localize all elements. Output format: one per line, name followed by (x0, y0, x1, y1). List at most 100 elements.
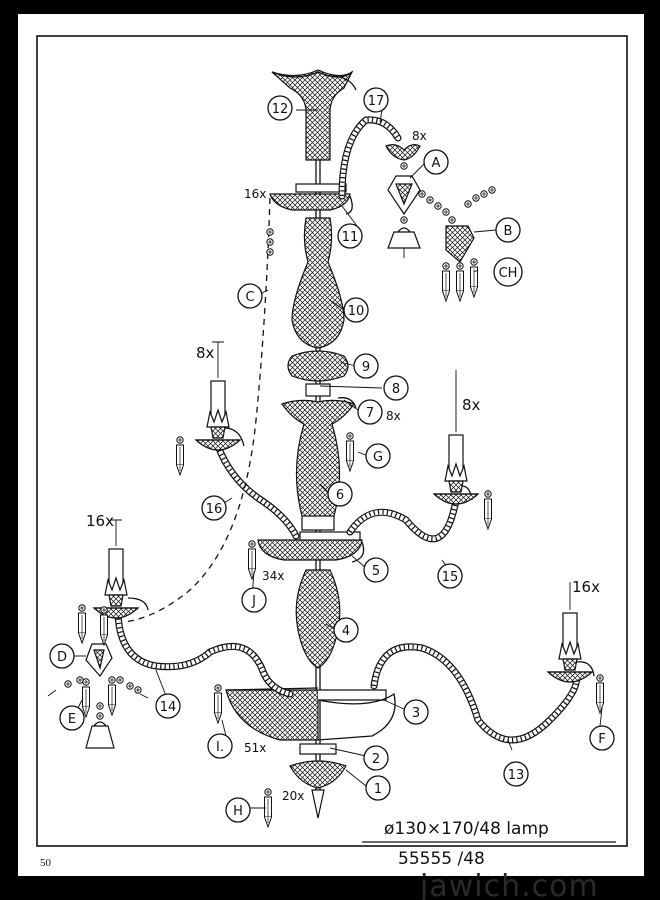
label-f: F (589, 725, 615, 751)
label-b: B (495, 217, 521, 243)
pendant-j (249, 541, 256, 579)
svg-text:7: 7 (366, 406, 374, 421)
label-13: 13 (503, 761, 529, 787)
title-block: ø130×170/48 lamp 55555 /48 (362, 819, 616, 869)
label-11: 11 (337, 223, 363, 249)
svg-text:11: 11 (342, 230, 359, 245)
label-5: 5 (363, 557, 389, 583)
label-d: D (49, 643, 75, 669)
label-1: 1 (365, 775, 391, 801)
svg-text:16: 16 (206, 502, 223, 517)
pendant-g (347, 433, 354, 471)
svg-text:10: 10 (348, 304, 365, 319)
part-5-middle-bowl (257, 531, 365, 563)
part-12-top-cup (271, 69, 354, 161)
pendant-f (597, 675, 604, 713)
arm-16 (214, 442, 300, 540)
svg-text:G: G (373, 450, 383, 465)
qty-34x: 34x (262, 569, 284, 583)
svg-text:A: A (432, 156, 441, 171)
qty-8x-left: 8x (196, 344, 215, 362)
arm-14 (114, 610, 294, 698)
quantity-notes: 16x 8x 8x 8x 8x 16x 16x 34x 51x 20x (86, 129, 600, 803)
svg-text:6: 6 (336, 488, 344, 503)
svg-text:D: D (57, 650, 67, 665)
label-17: 17 (363, 87, 389, 113)
label-8: 8 (383, 375, 409, 401)
pendant-left-upper (177, 437, 184, 475)
label-i: I. (207, 733, 233, 759)
label-16: 16 (201, 495, 227, 521)
svg-text:8: 8 (392, 382, 400, 397)
arm-13 (370, 643, 580, 744)
label-7: 7 (357, 399, 383, 425)
label-a: A (423, 149, 449, 175)
svg-text:H: H (233, 804, 243, 819)
svg-text:5: 5 (372, 564, 380, 579)
pendant-left-row-2 (101, 607, 108, 645)
label-3: 3 (403, 699, 429, 725)
svg-text:1: 1 (374, 782, 382, 797)
pendant-right-upper (485, 491, 492, 529)
part-2-collar (299, 743, 337, 755)
label-g: G (365, 443, 391, 469)
svg-text:I.: I. (216, 740, 224, 755)
svg-text:2: 2 (372, 752, 380, 767)
label-9: 9 (353, 353, 379, 379)
label-2: 2 (363, 745, 389, 771)
svg-text:9: 9 (362, 360, 370, 375)
qty-8x-right: 8x (462, 396, 481, 414)
title-line-1: ø130×170/48 lamp (384, 819, 549, 839)
svg-text:C: C (245, 290, 254, 305)
part-10-baluster (291, 217, 345, 349)
svg-text:3: 3 (412, 706, 420, 721)
page-number: 50 (40, 857, 52, 869)
bead-chain-c (123, 197, 274, 623)
label-6: 6 (327, 481, 353, 507)
qty-8x-a: 8x (412, 129, 427, 143)
svg-text:F: F (598, 732, 605, 747)
svg-text:J: J (251, 594, 256, 609)
svg-text:15: 15 (442, 570, 459, 585)
label-ch: CH (493, 257, 523, 287)
label-14: 14 (155, 693, 181, 719)
title-line-2: 55555 /48 (398, 849, 485, 869)
watermark: jawich.com (419, 869, 599, 900)
qty-8x-g: 8x (386, 409, 401, 423)
drawing-border (36, 35, 628, 847)
pendant-left-row-1 (79, 605, 86, 643)
svg-text:B: B (504, 224, 513, 239)
svg-text:CH: CH (499, 266, 518, 281)
part-1-finial (289, 760, 347, 819)
label-12: 12 (267, 95, 293, 121)
qty-51x: 51x (244, 741, 266, 755)
svg-text:E: E (68, 712, 76, 727)
label-j: J (241, 587, 267, 613)
label-15: 15 (437, 563, 463, 589)
svg-text:17: 17 (368, 94, 385, 109)
arm-17 (338, 116, 402, 200)
label-h: H (225, 797, 251, 823)
qty-20x: 20x (282, 789, 304, 803)
qty-16x-left: 16x (86, 512, 114, 530)
qty-16x-top: 16x (244, 187, 266, 201)
svg-text:14: 14 (160, 700, 177, 715)
label-10: 10 (343, 297, 369, 323)
arm-15 (346, 496, 460, 543)
label-c: C (237, 283, 263, 309)
part-11-upper-bowl (269, 183, 353, 215)
pendant-i (215, 685, 222, 723)
svg-text:12: 12 (272, 102, 289, 117)
part-labels: 12 17 A B CH 11 C 10 9 8 7 G 6 16 5 15 J… (49, 87, 615, 823)
part-9-ball (287, 350, 349, 397)
ornament-a-b-ch (385, 144, 496, 301)
part-3-bottom-bowl (225, 687, 396, 741)
label-4: 4 (333, 617, 359, 643)
svg-text:4: 4 (342, 624, 350, 639)
label-e: E (59, 705, 85, 731)
qty-16x-right: 16x (572, 578, 600, 596)
svg-text:13: 13 (508, 768, 525, 783)
part-4-baluster (295, 569, 341, 669)
